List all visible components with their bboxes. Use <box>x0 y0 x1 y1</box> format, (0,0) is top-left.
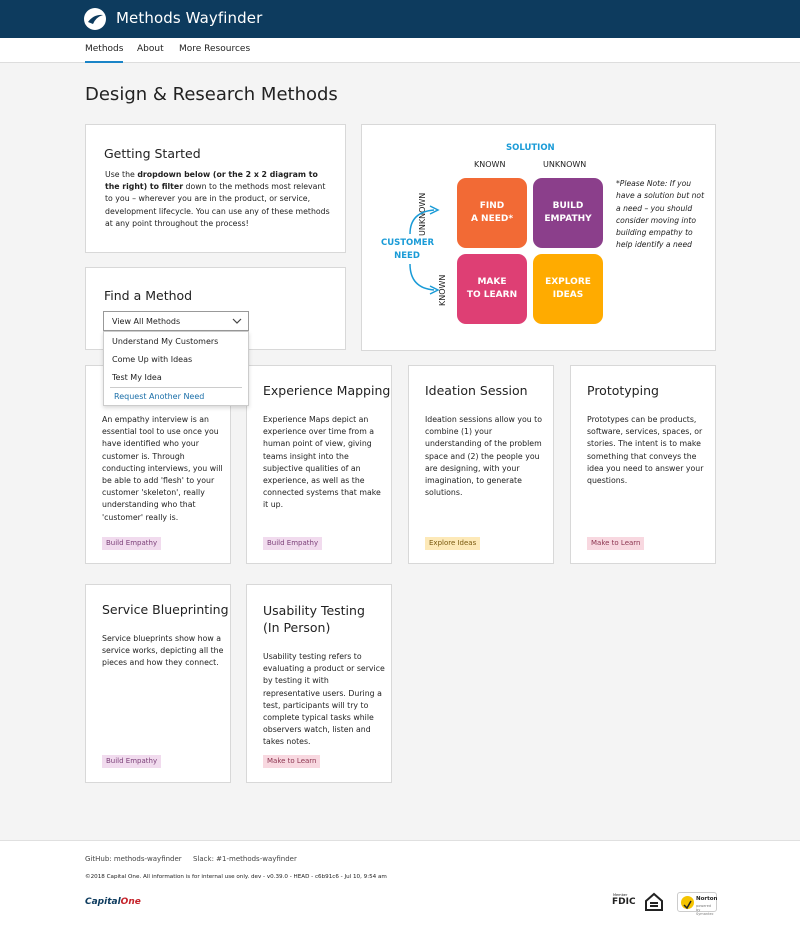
wayfinder-logo-icon[interactable] <box>84 8 106 30</box>
dropdown-option[interactable]: Understand My Customers <box>112 337 219 346</box>
method-tag[interactable]: Make to Learn <box>263 755 321 768</box>
dropdown-option[interactable]: Test My Idea <box>112 373 162 382</box>
method-tag[interactable]: Make to Learn <box>587 537 645 550</box>
method-title: Prototyping <box>587 383 659 398</box>
method-card-prototyping[interactable]: Prototyping Prototypes can be products, … <box>570 365 716 564</box>
col-known-label: KNOWN <box>474 160 506 169</box>
chevron-down-icon <box>232 318 242 324</box>
copyright-text: ©2018 Capital One. All information is fo… <box>85 874 387 880</box>
method-title: Experience Mapping <box>263 383 391 398</box>
main-nav: Methods About More Resources <box>0 38 800 63</box>
nav-about[interactable]: About <box>137 44 164 54</box>
method-description: Ideation sessions allow you to combine (… <box>425 415 543 498</box>
footer: GitHub: methods-wayfinder Slack: #1-meth… <box>0 840 800 926</box>
slack-link[interactable]: Slack: #1-methods-wayfinder <box>193 855 297 863</box>
method-filter-select[interactable]: View All Methods <box>103 311 249 331</box>
method-description: Usability testing refers to evaluating a… <box>263 652 385 747</box>
github-link[interactable]: GitHub: methods-wayfinder <box>85 855 182 863</box>
diagram-note: *Please Note: If you have a solution but… <box>616 179 705 250</box>
col-unknown-label: UNKNOWN <box>543 160 587 169</box>
method-tag[interactable]: Build Empathy <box>102 755 162 768</box>
method-title: Service Blueprinting <box>102 602 229 617</box>
nav-methods[interactable]: Methods <box>85 44 124 63</box>
method-description: An empathy interview is an essential too… <box>102 415 223 522</box>
arrows-icon <box>409 205 440 295</box>
fdic-member-label: Member <box>613 893 628 897</box>
page-title: Design & Research Methods <box>85 84 338 105</box>
method-card-ideation-session[interactable]: Ideation Session Ideation sessions allow… <box>408 365 554 564</box>
method-filter-dropdown: Understand My Customers Come Up with Ide… <box>103 331 249 406</box>
method-description: Service blueprints show how a service wo… <box>102 634 224 668</box>
method-card-experience-mapping[interactable]: Experience Mapping Experience Maps depic… <box>246 365 392 564</box>
method-description: Prototypes can be products, software, se… <box>587 415 704 486</box>
customer-need-label: CUSTOMER NEED <box>381 238 435 261</box>
getting-started-card: Getting Started Use the dropdown below (… <box>85 124 346 253</box>
app-title[interactable]: Methods Wayfinder <box>116 9 263 27</box>
norton-badge: Norton powered by Symantec <box>677 892 718 916</box>
request-another-need-link[interactable]: Request Another Need <box>114 392 205 401</box>
method-tag[interactable]: Explore Ideas <box>425 537 481 550</box>
method-tag[interactable]: Build Empathy <box>102 537 162 550</box>
getting-started-title: Getting Started <box>104 146 201 161</box>
getting-started-text: Use the dropdown below (or the 2 x 2 dia… <box>105 170 330 228</box>
dropdown-option[interactable]: Come Up with Ideas <box>112 355 193 364</box>
norton-check-icon <box>681 896 694 910</box>
top-bar: Methods Wayfinder <box>0 0 800 38</box>
fdic-logo: FDIC <box>612 897 636 907</box>
solution-label: SOLUTION <box>506 143 555 153</box>
norton-label: Norton <box>696 896 718 902</box>
norton-sub-label: powered by Symantec <box>696 904 714 916</box>
find-method-title: Find a Method <box>104 288 193 303</box>
nav-more-resources[interactable]: More Resources <box>179 44 251 54</box>
method-description: Experience Maps depict an experience ove… <box>263 415 381 510</box>
equal-housing-lender-icon <box>645 892 663 911</box>
method-card-service-blueprinting[interactable]: Service Blueprinting Service blueprints … <box>85 584 231 783</box>
method-card-usability-testing[interactable]: Usability Testing (In Person) Usability … <box>246 584 392 783</box>
capital-one-logo: CapitalOne <box>85 897 141 907</box>
method-title: Usability Testing (In Person) <box>263 603 365 635</box>
method-tag[interactable]: Build Empathy <box>263 537 323 550</box>
select-value: View All Methods <box>112 317 181 326</box>
method-title: Ideation Session <box>425 383 528 398</box>
dropdown-divider <box>110 387 242 388</box>
